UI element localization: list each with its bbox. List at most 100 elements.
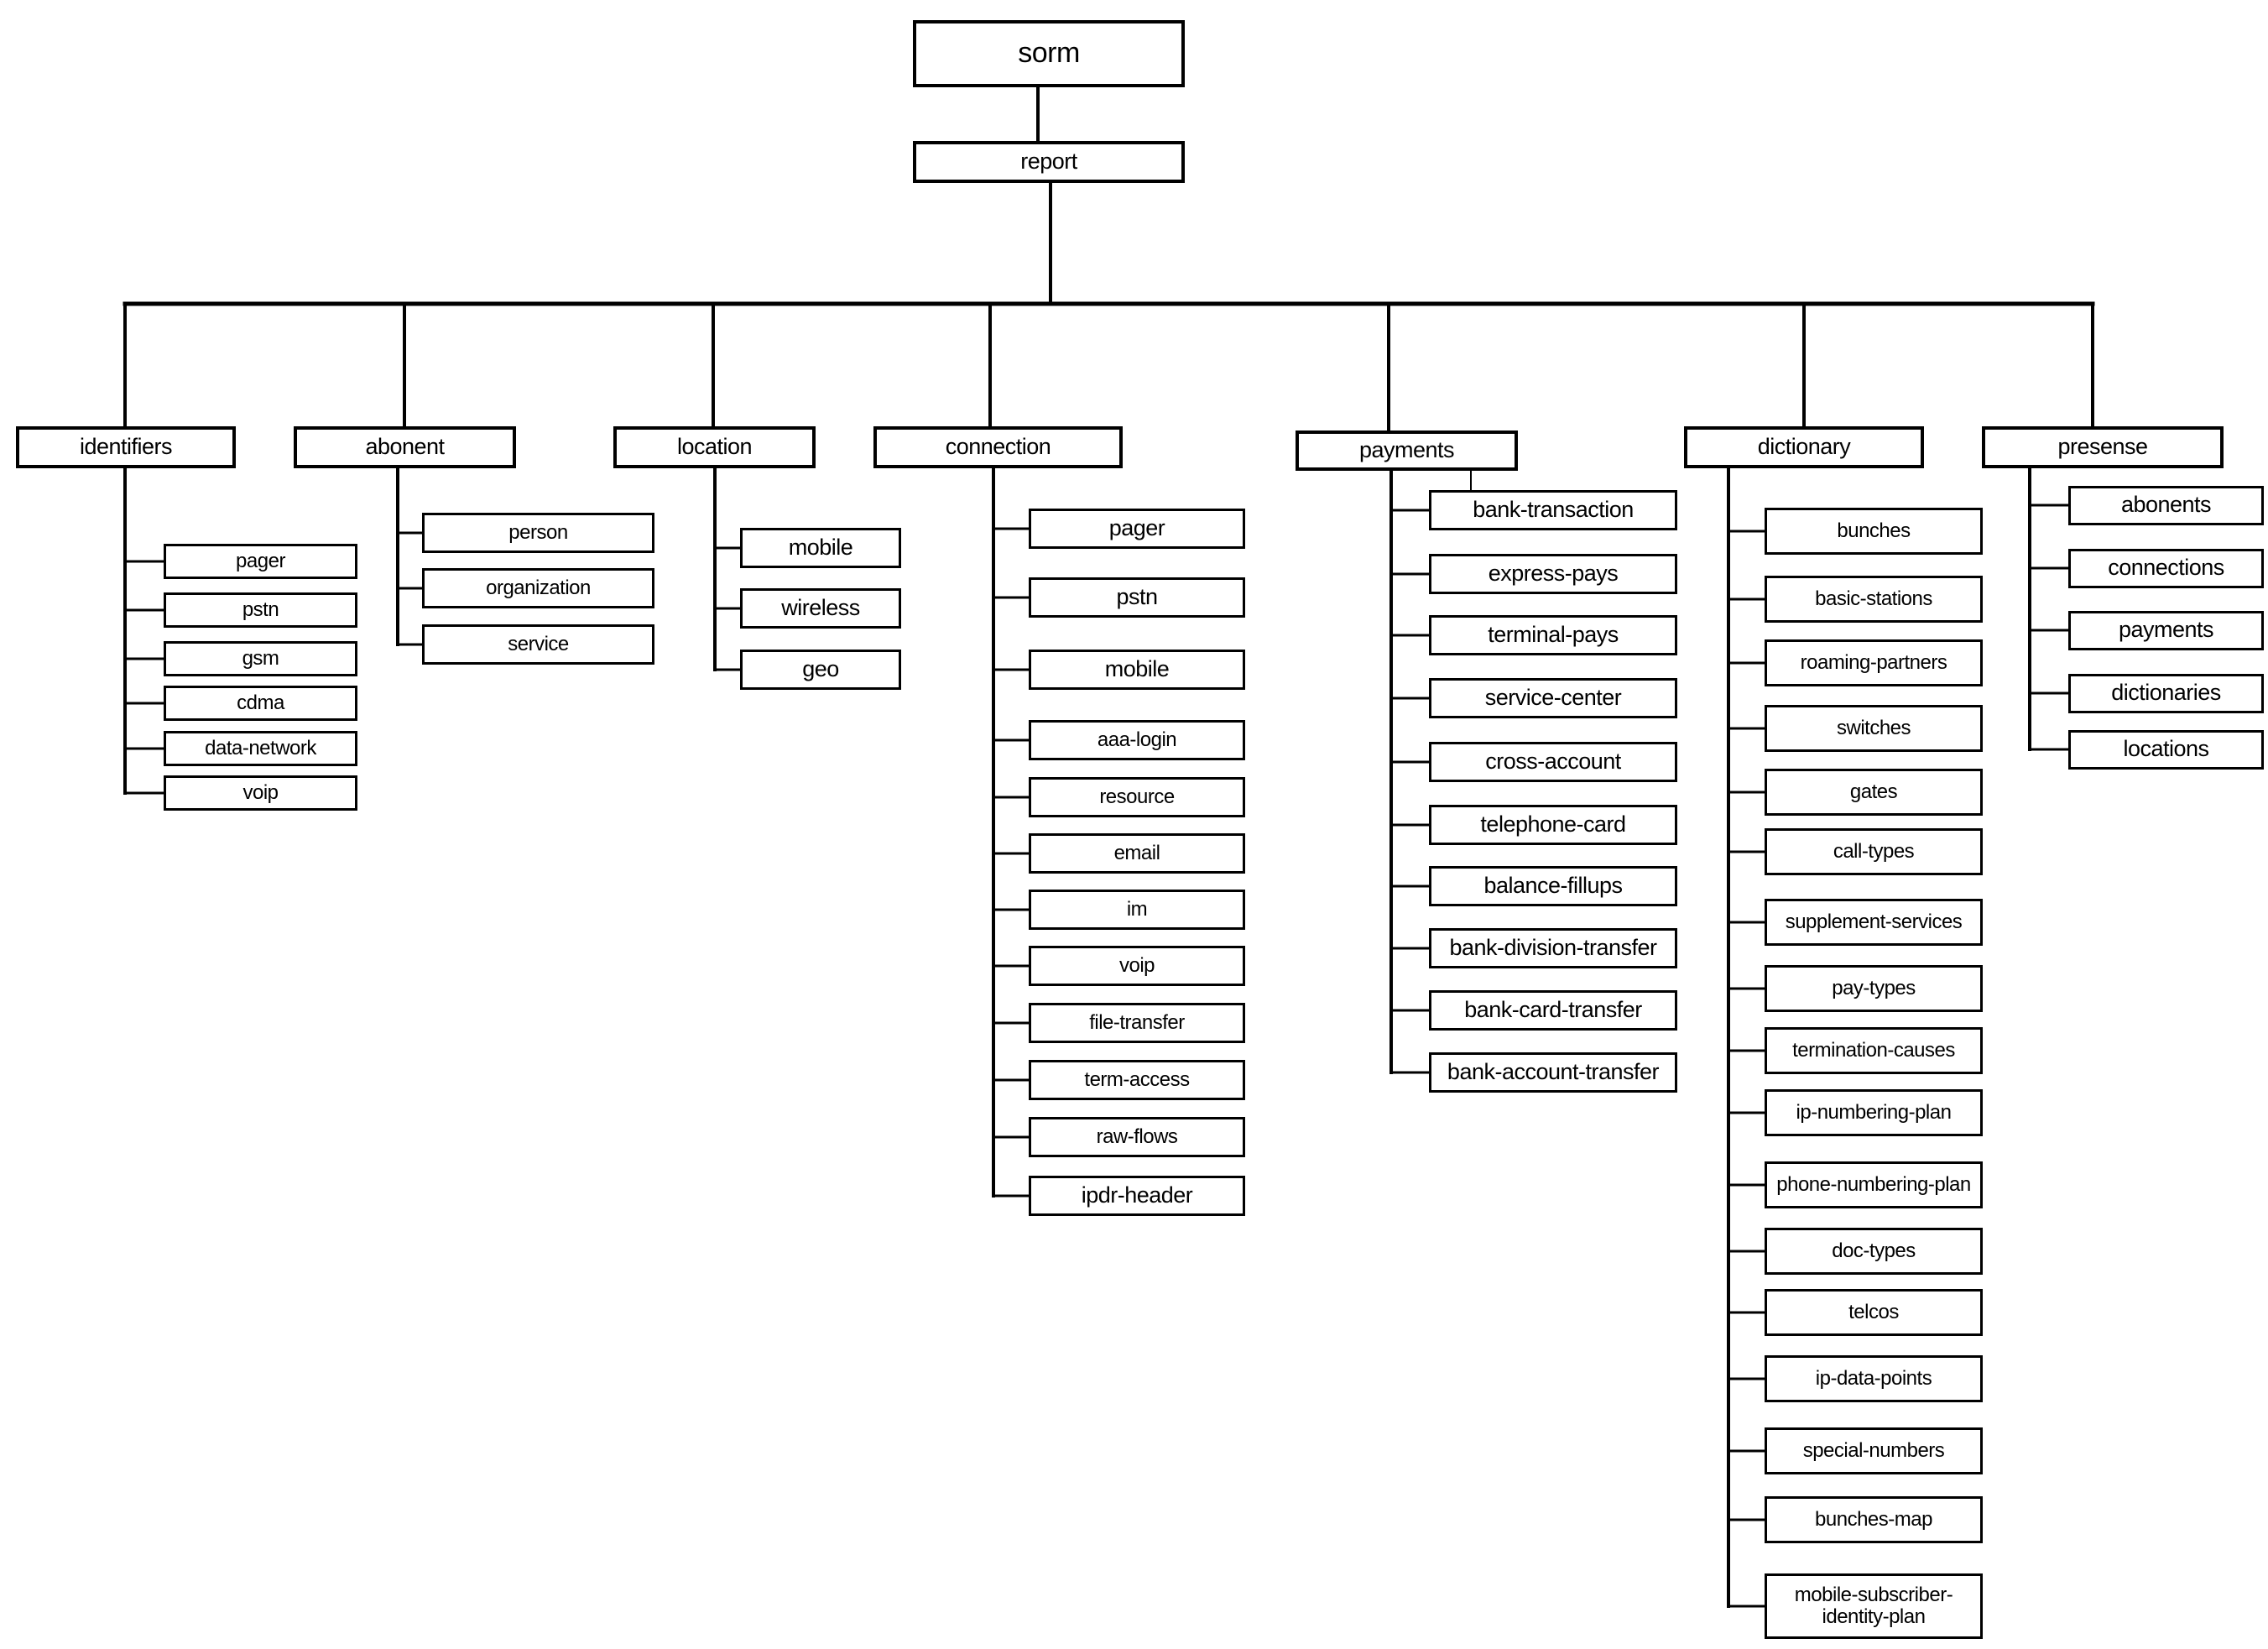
leaf-label: geo: [802, 656, 839, 682]
leaf-label: organization: [486, 576, 591, 599]
leaf-label: terminal-pays: [1488, 622, 1619, 648]
leaf-node: basic-stations: [1765, 576, 1983, 623]
leaf-node: pstn: [164, 592, 357, 628]
leaf-node: doc-types: [1765, 1228, 1983, 1275]
leaf-node: gates: [1765, 769, 1983, 816]
leaf-node: geo: [740, 650, 901, 690]
leaf-node: term-access: [1029, 1060, 1245, 1100]
leaf-label: pstn: [1116, 584, 1158, 610]
leaf-label: telcos: [1848, 1300, 1899, 1323]
leaf-node: cross-account: [1429, 742, 1677, 782]
leaf-node: bunches-map: [1765, 1496, 1983, 1543]
leaf-label: roaming-partners: [1800, 650, 1947, 674]
leaf-node: express-pays: [1429, 554, 1677, 594]
category-node-abonent: abonent: [294, 426, 516, 468]
leaf-label: locations: [2123, 736, 2209, 762]
leaf-node: cdma: [164, 686, 357, 721]
leaf-label: bunches-map: [1815, 1507, 1932, 1531]
leaf-label: switches: [1836, 716, 1911, 739]
leaf-node: supplement-services: [1765, 899, 1983, 946]
category-label: identifiers: [79, 434, 173, 460]
leaf-label: raw-flows: [1096, 1125, 1178, 1148]
leaf-node: im: [1029, 890, 1245, 930]
leaf-label: voip: [1118, 953, 1155, 977]
leaf-node: organization: [422, 568, 654, 608]
leaf-node: switches: [1765, 705, 1983, 752]
category-node-location: location: [613, 426, 816, 468]
leaf-label: pay-types: [1832, 976, 1916, 999]
leaf-node: bank-transaction: [1429, 490, 1677, 530]
leaf-label: bank-card-transfer: [1464, 997, 1642, 1023]
category-label: payments: [1358, 437, 1455, 463]
leaf-label: ip-numbering-plan: [1796, 1100, 1952, 1124]
leaf-node: mobile: [1029, 650, 1245, 690]
leaf-label: basic-stations: [1815, 587, 1932, 610]
leaf-label: payments: [2118, 617, 2214, 643]
leaf-node: abonents: [2068, 485, 2264, 525]
leaf-node: bank-card-transfer: [1429, 990, 1677, 1031]
leaf-node: wireless: [740, 588, 901, 629]
leaf-label: mobile: [1104, 656, 1170, 682]
leaf-node: dictionaries: [2068, 673, 2264, 713]
report-node: report: [913, 141, 1185, 183]
leaf-label: termination-causes: [1792, 1038, 1955, 1062]
leaf-label: ip-data-points: [1815, 1366, 1932, 1390]
category-label: location: [676, 434, 753, 460]
leaf-node: ip-numbering-plan: [1765, 1089, 1983, 1136]
leaf-label: file-transfer: [1089, 1010, 1185, 1034]
leaf-node: resource: [1029, 777, 1245, 817]
leaf-label: balance-fillups: [1483, 873, 1623, 899]
leaf-node: pager: [1029, 509, 1245, 549]
category-node-dictionary: dictionary: [1684, 426, 1924, 468]
leaf-node: ipdr-header: [1029, 1176, 1245, 1216]
leaf-node: telephone-card: [1429, 805, 1677, 845]
leaf-node: gsm: [164, 641, 357, 676]
root-label: sorm: [1018, 37, 1080, 70]
leaf-node: locations: [2068, 729, 2264, 770]
category-label: connection: [945, 434, 1051, 460]
leaf-label: express-pays: [1488, 561, 1619, 587]
leaf-node: service: [422, 624, 654, 665]
category-label: abonent: [365, 434, 445, 460]
leaf-label: ipdr-header: [1081, 1182, 1193, 1208]
leaf-label: cross-account: [1485, 749, 1621, 775]
leaf-label: pager: [1108, 515, 1165, 541]
leaf-node: bank-account-transfer: [1429, 1052, 1677, 1093]
leaf-label: supplement-services: [1785, 910, 1963, 933]
leaf-label: telephone-card: [1480, 811, 1626, 838]
leaf-node: bunches: [1765, 508, 1983, 555]
leaf-node: mobile: [740, 528, 901, 568]
leaf-node: phone-numbering-plan: [1765, 1161, 1983, 1208]
leaf-label: pstn: [242, 598, 279, 621]
leaf-label: voip: [242, 780, 279, 804]
leaf-node: special-numbers: [1765, 1427, 1983, 1474]
leaf-label: mobile-subscriber-identity-plan: [1794, 1583, 1953, 1628]
leaf-node: termination-causes: [1765, 1027, 1983, 1074]
leaf-node: terminal-pays: [1429, 615, 1677, 655]
leaf-label: im: [1126, 897, 1148, 921]
leaf-label: doc-types: [1832, 1239, 1916, 1262]
leaf-label: abonents: [2120, 492, 2212, 518]
leaf-label: wireless: [781, 595, 860, 621]
leaf-label: resource: [1099, 785, 1175, 808]
leaf-label: person: [508, 520, 568, 544]
category-node-identifiers: identifiers: [16, 426, 236, 468]
leaf-node: bank-division-transfer: [1429, 928, 1677, 968]
leaf-node: telcos: [1765, 1289, 1983, 1336]
leaf-node: balance-fillups: [1429, 866, 1677, 906]
leaf-label: service: [508, 632, 569, 655]
leaf-node: payments: [2068, 610, 2264, 650]
leaf-node: pstn: [1029, 577, 1245, 618]
leaf-label: bank-account-transfer: [1447, 1059, 1660, 1085]
category-node-presense: presense: [1982, 426, 2224, 468]
root-node-sorm: sorm: [913, 20, 1185, 87]
leaf-node: pager: [164, 544, 357, 579]
leaf-node: voip: [1029, 946, 1245, 986]
leaf-label: term-access: [1084, 1067, 1190, 1091]
leaf-node: roaming-partners: [1765, 639, 1983, 686]
leaf-label: gsm: [242, 646, 279, 670]
category-label: dictionary: [1757, 434, 1851, 460]
leaf-label: pager: [236, 549, 285, 572]
